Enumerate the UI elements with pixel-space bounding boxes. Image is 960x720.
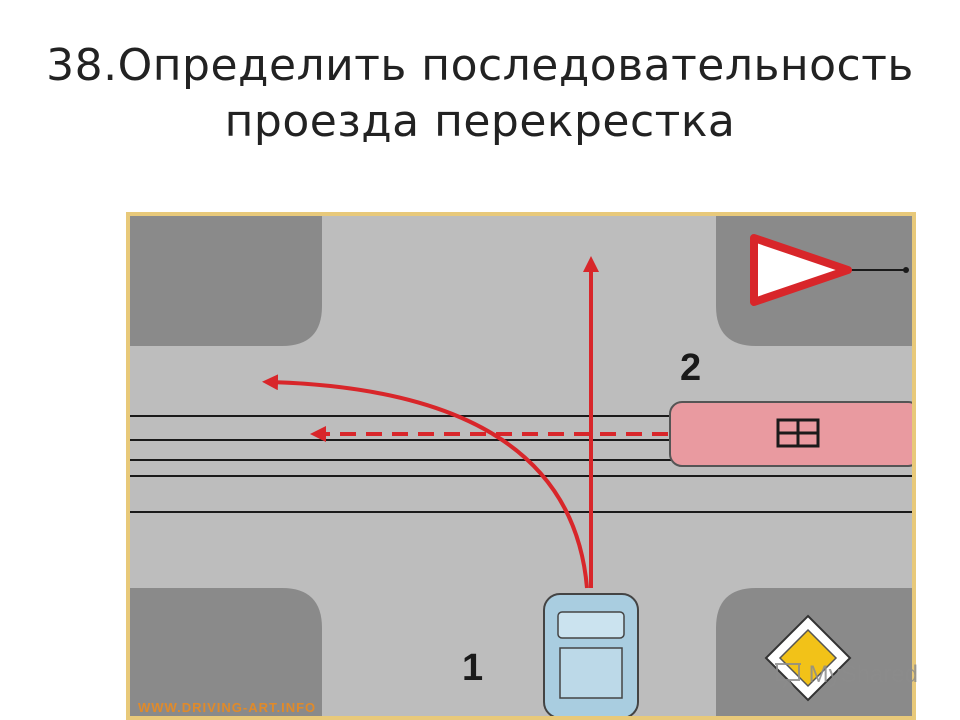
intersection-diagram: 2 1 WWW.DRIVING-ART.INFO [126,212,916,720]
watermark: MyShared [773,660,918,690]
car [543,593,639,716]
slide-title: 38.Определить последовательность проезда… [0,38,960,150]
sidewalk-bottom-left [130,588,322,716]
tram [669,401,912,467]
watermark-text: MyShared [808,661,918,688]
car-left-turn-arrow [262,374,589,589]
vehicle-2-label: 2 [680,347,701,389]
site-url: WWW.DRIVING-ART.INFO [138,700,316,715]
slide-title-line-1: 38.Определить последовательность [46,40,914,91]
vehicle-1-label: 1 [462,647,483,689]
presentation-icon [774,663,801,689]
yield-sign-icon [750,234,909,306]
slide-title-line-2: проезда перекрестка [224,96,736,147]
sidewalk-top-left [130,216,322,346]
intersection-svg: 2 1 WWW.DRIVING-ART.INFO [130,216,912,716]
